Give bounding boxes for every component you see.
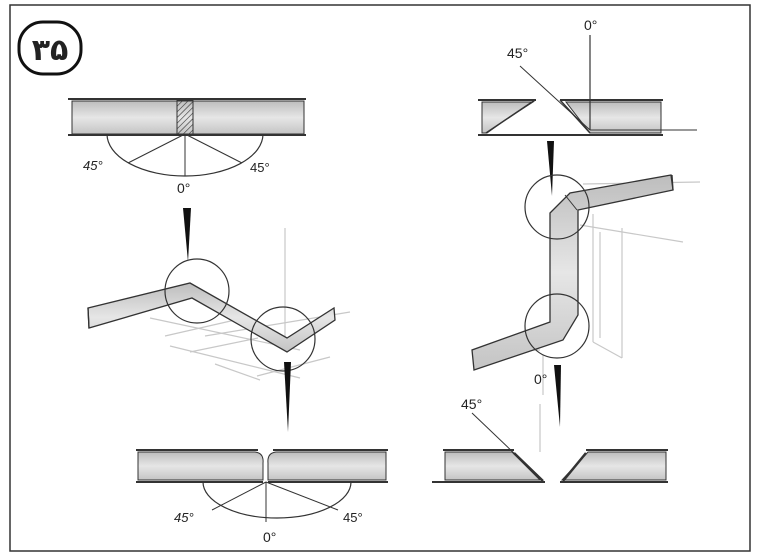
pointer-arrow-upper-right — [547, 141, 554, 196]
angle-label-zero: 0° — [534, 371, 547, 387]
angle-label-left: 45° — [83, 158, 103, 173]
top-right-v-groove: 0° 45° — [478, 17, 697, 136]
bottom-right-v-groove: 45° — [432, 396, 668, 483]
joint-circle-lower — [250, 306, 316, 372]
angle-label-45: 45° — [461, 396, 482, 412]
pointer-arrow-upper-left — [183, 208, 191, 262]
pointer-arrow-lower-right — [554, 365, 561, 427]
figure-number: ۳۵ — [32, 33, 69, 68]
top-left-flat-weld: 45° 45° 0° — [68, 98, 306, 196]
joint-circle-lower — [524, 293, 590, 359]
weld-bead — [176, 99, 194, 135]
joint-circle-upper — [164, 258, 230, 324]
angle-label-right: 45° — [343, 510, 363, 525]
pointer-arrow-lower-left — [284, 362, 291, 432]
angle-label-45: 45° — [507, 45, 528, 61]
middle-left-zigzag-plate — [87, 228, 351, 381]
bottom-left-butt-joint: 45° 45° 0° — [136, 449, 388, 545]
figure-number-badge: ۳۵ — [17, 20, 83, 76]
joint-circle-upper — [524, 174, 590, 240]
angle-label-left: 45° — [174, 510, 194, 525]
middle-right-vertical-plate: 0° — [471, 174, 701, 395]
angle-label-zero: 0° — [584, 17, 597, 33]
angle-label-right: 45° — [250, 160, 270, 175]
angle-label-zero: 0° — [177, 180, 190, 196]
angle-label-zero: 0° — [263, 529, 276, 545]
